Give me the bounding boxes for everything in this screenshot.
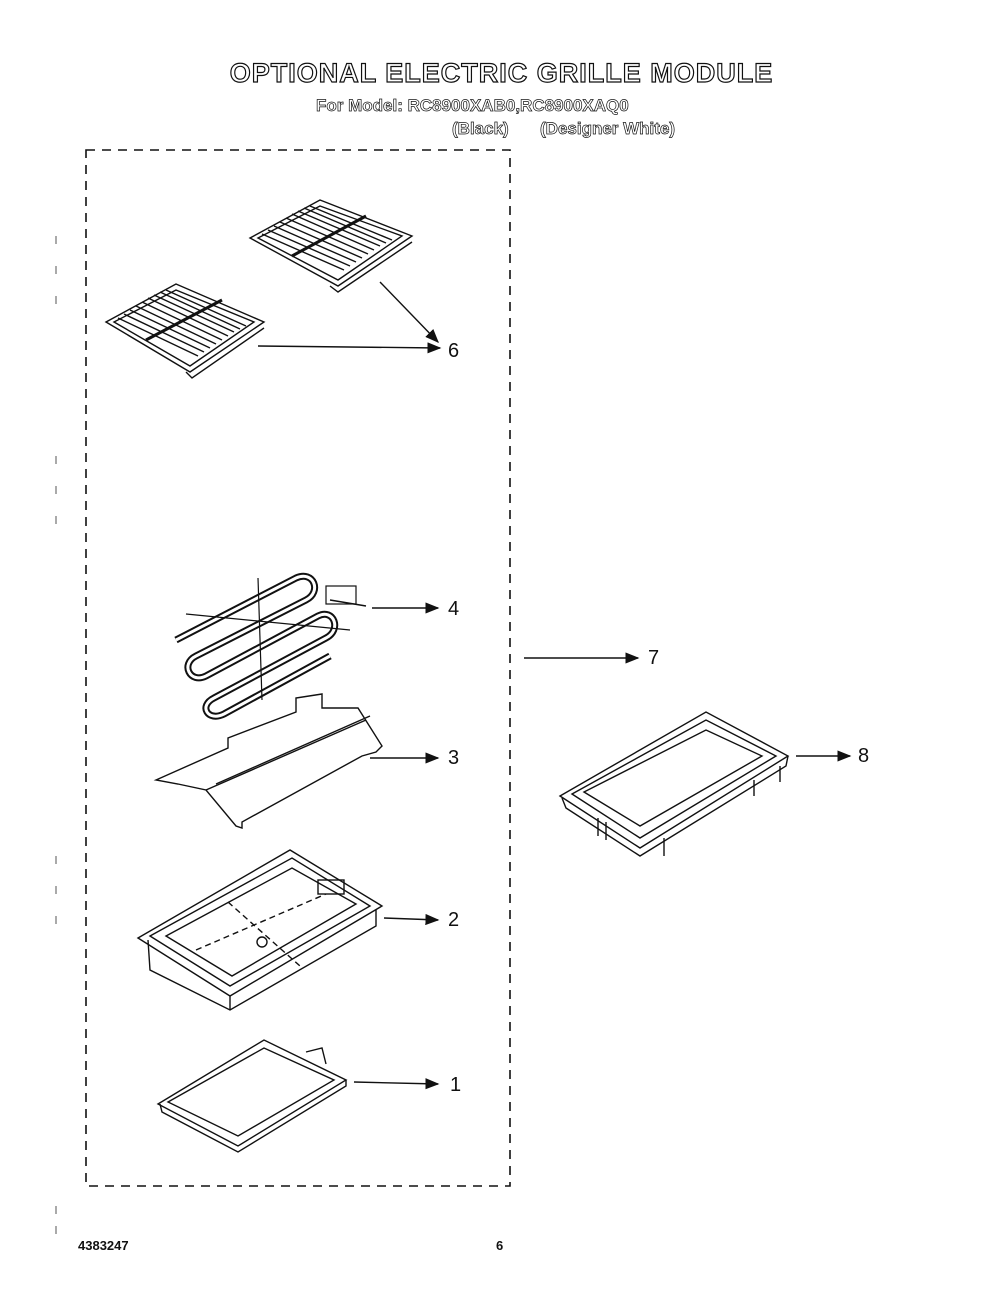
page-title: OPTIONAL ELECTRIC GRILLE MODULE [229, 57, 774, 88]
reflector [153, 693, 383, 829]
heating-element [174, 572, 367, 720]
callout-3: 3 [448, 747, 460, 769]
document-number: 4383247 [78, 1238, 129, 1253]
callout-4: 4 [448, 598, 460, 620]
callout-6: 6 [448, 340, 460, 362]
callout-7: 7 [648, 647, 660, 669]
grille-lower [104, 283, 266, 379]
tray-liner [558, 711, 790, 857]
drip-tray [156, 1039, 348, 1153]
module-boundary [85, 149, 511, 1187]
callout-2: 2 [448, 909, 460, 931]
grille-pan [136, 849, 384, 1011]
page-number: 6 [496, 1238, 504, 1253]
variant-designer-white: (Designer White) [540, 119, 676, 139]
callout-1: 1 [450, 1074, 462, 1096]
grille-upper [248, 199, 414, 293]
leader-lines [257, 281, 852, 1090]
callout-8: 8 [858, 745, 870, 767]
variant-black: (Black) [452, 119, 509, 139]
model-subtitle: For Model: RC8900XAB0,RC8900XAQ0 [316, 96, 629, 116]
